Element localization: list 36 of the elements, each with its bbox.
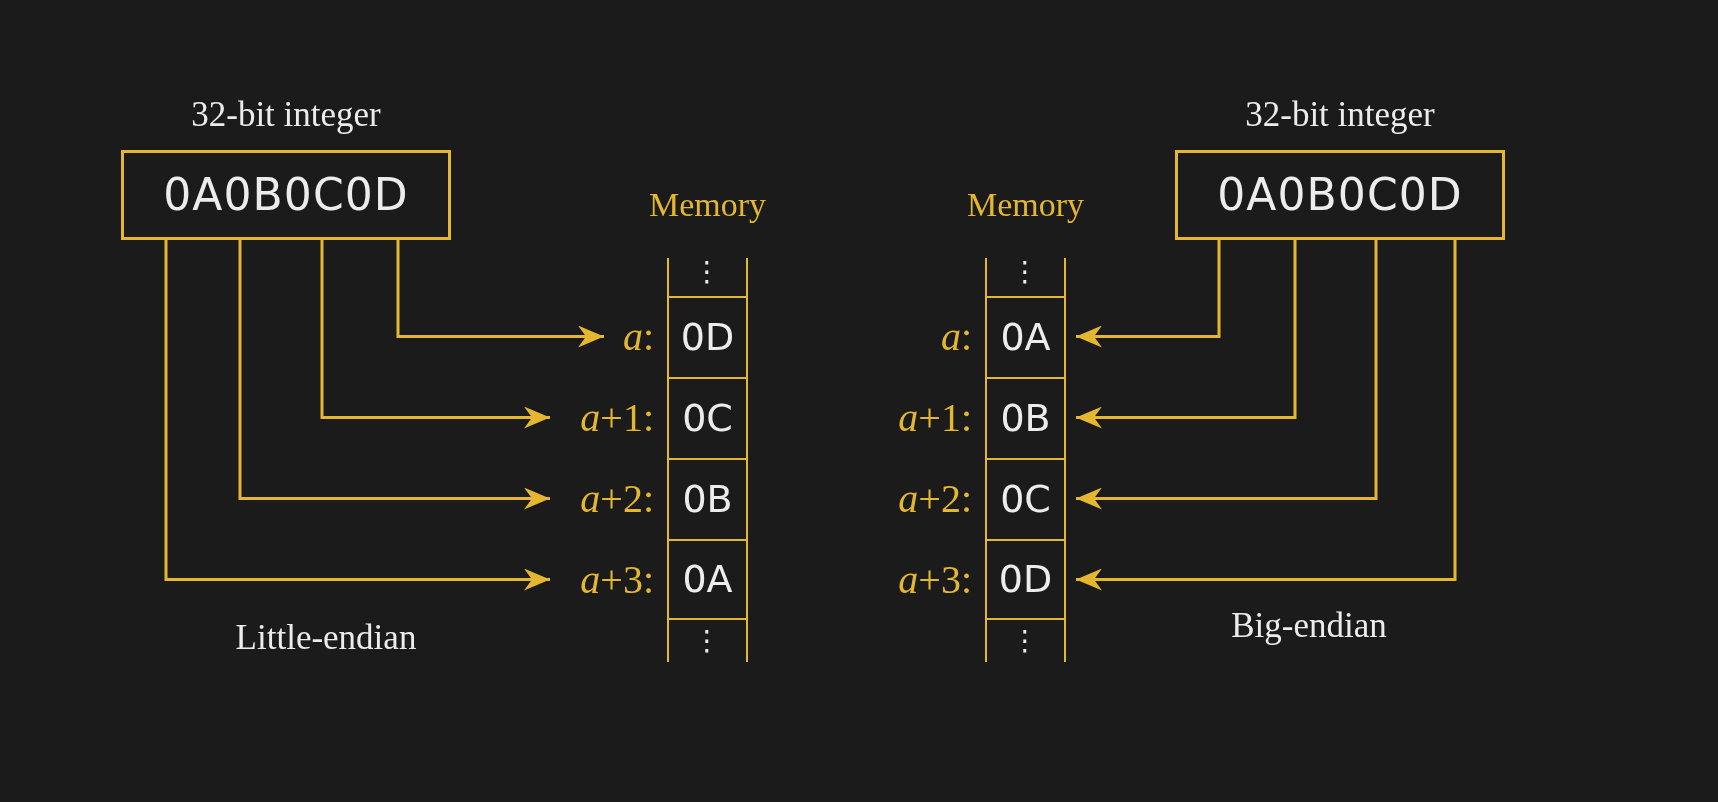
- memory-cell: 0D: [985, 539, 1066, 620]
- arrow: [1076, 240, 1297, 429]
- memory-cell: 0A: [667, 539, 748, 620]
- arrow: [396, 240, 604, 348]
- memory-cell: 0B: [667, 458, 748, 539]
- memory-cell: 0B: [985, 377, 1066, 458]
- integer-box: 0A0B0C0D: [1175, 150, 1505, 240]
- ellipsis: ⋮: [693, 258, 721, 286]
- address-label: a:: [939, 316, 972, 357]
- arrow: [320, 240, 550, 429]
- arrow: [238, 240, 550, 510]
- ellipsis: ⋮: [693, 627, 721, 655]
- caption: Little-endian: [235, 619, 417, 655]
- integer-box: 0A0B0C0D: [121, 150, 451, 240]
- address-label: a+1:: [897, 397, 972, 438]
- arrow: [164, 240, 550, 591]
- arrow: [1076, 240, 1378, 510]
- memory-cell: 0D: [667, 296, 748, 377]
- ellipsis: ⋮: [1011, 258, 1039, 286]
- address-label: a:: [621, 316, 654, 357]
- ellipsis: ⋮: [1011, 627, 1039, 655]
- heading: 32-bit integer: [190, 95, 382, 135]
- address-label: a+3:: [579, 559, 654, 600]
- caption: Big-endian: [1231, 607, 1387, 643]
- memory-cell: 0A: [985, 296, 1066, 377]
- memory-cell: 0C: [667, 377, 748, 458]
- address-label: a+1:: [579, 397, 654, 438]
- memory-cell: 0C: [985, 458, 1066, 539]
- memory-heading: Memory: [965, 185, 1086, 225]
- address-label: a+3:: [897, 559, 972, 600]
- address-label: a+2:: [579, 478, 654, 519]
- address-label: a+2:: [897, 478, 972, 519]
- memory-heading: Memory: [647, 185, 768, 225]
- arrow: [1076, 240, 1221, 348]
- arrow: [1076, 240, 1457, 591]
- heading: 32-bit integer: [1244, 95, 1436, 135]
